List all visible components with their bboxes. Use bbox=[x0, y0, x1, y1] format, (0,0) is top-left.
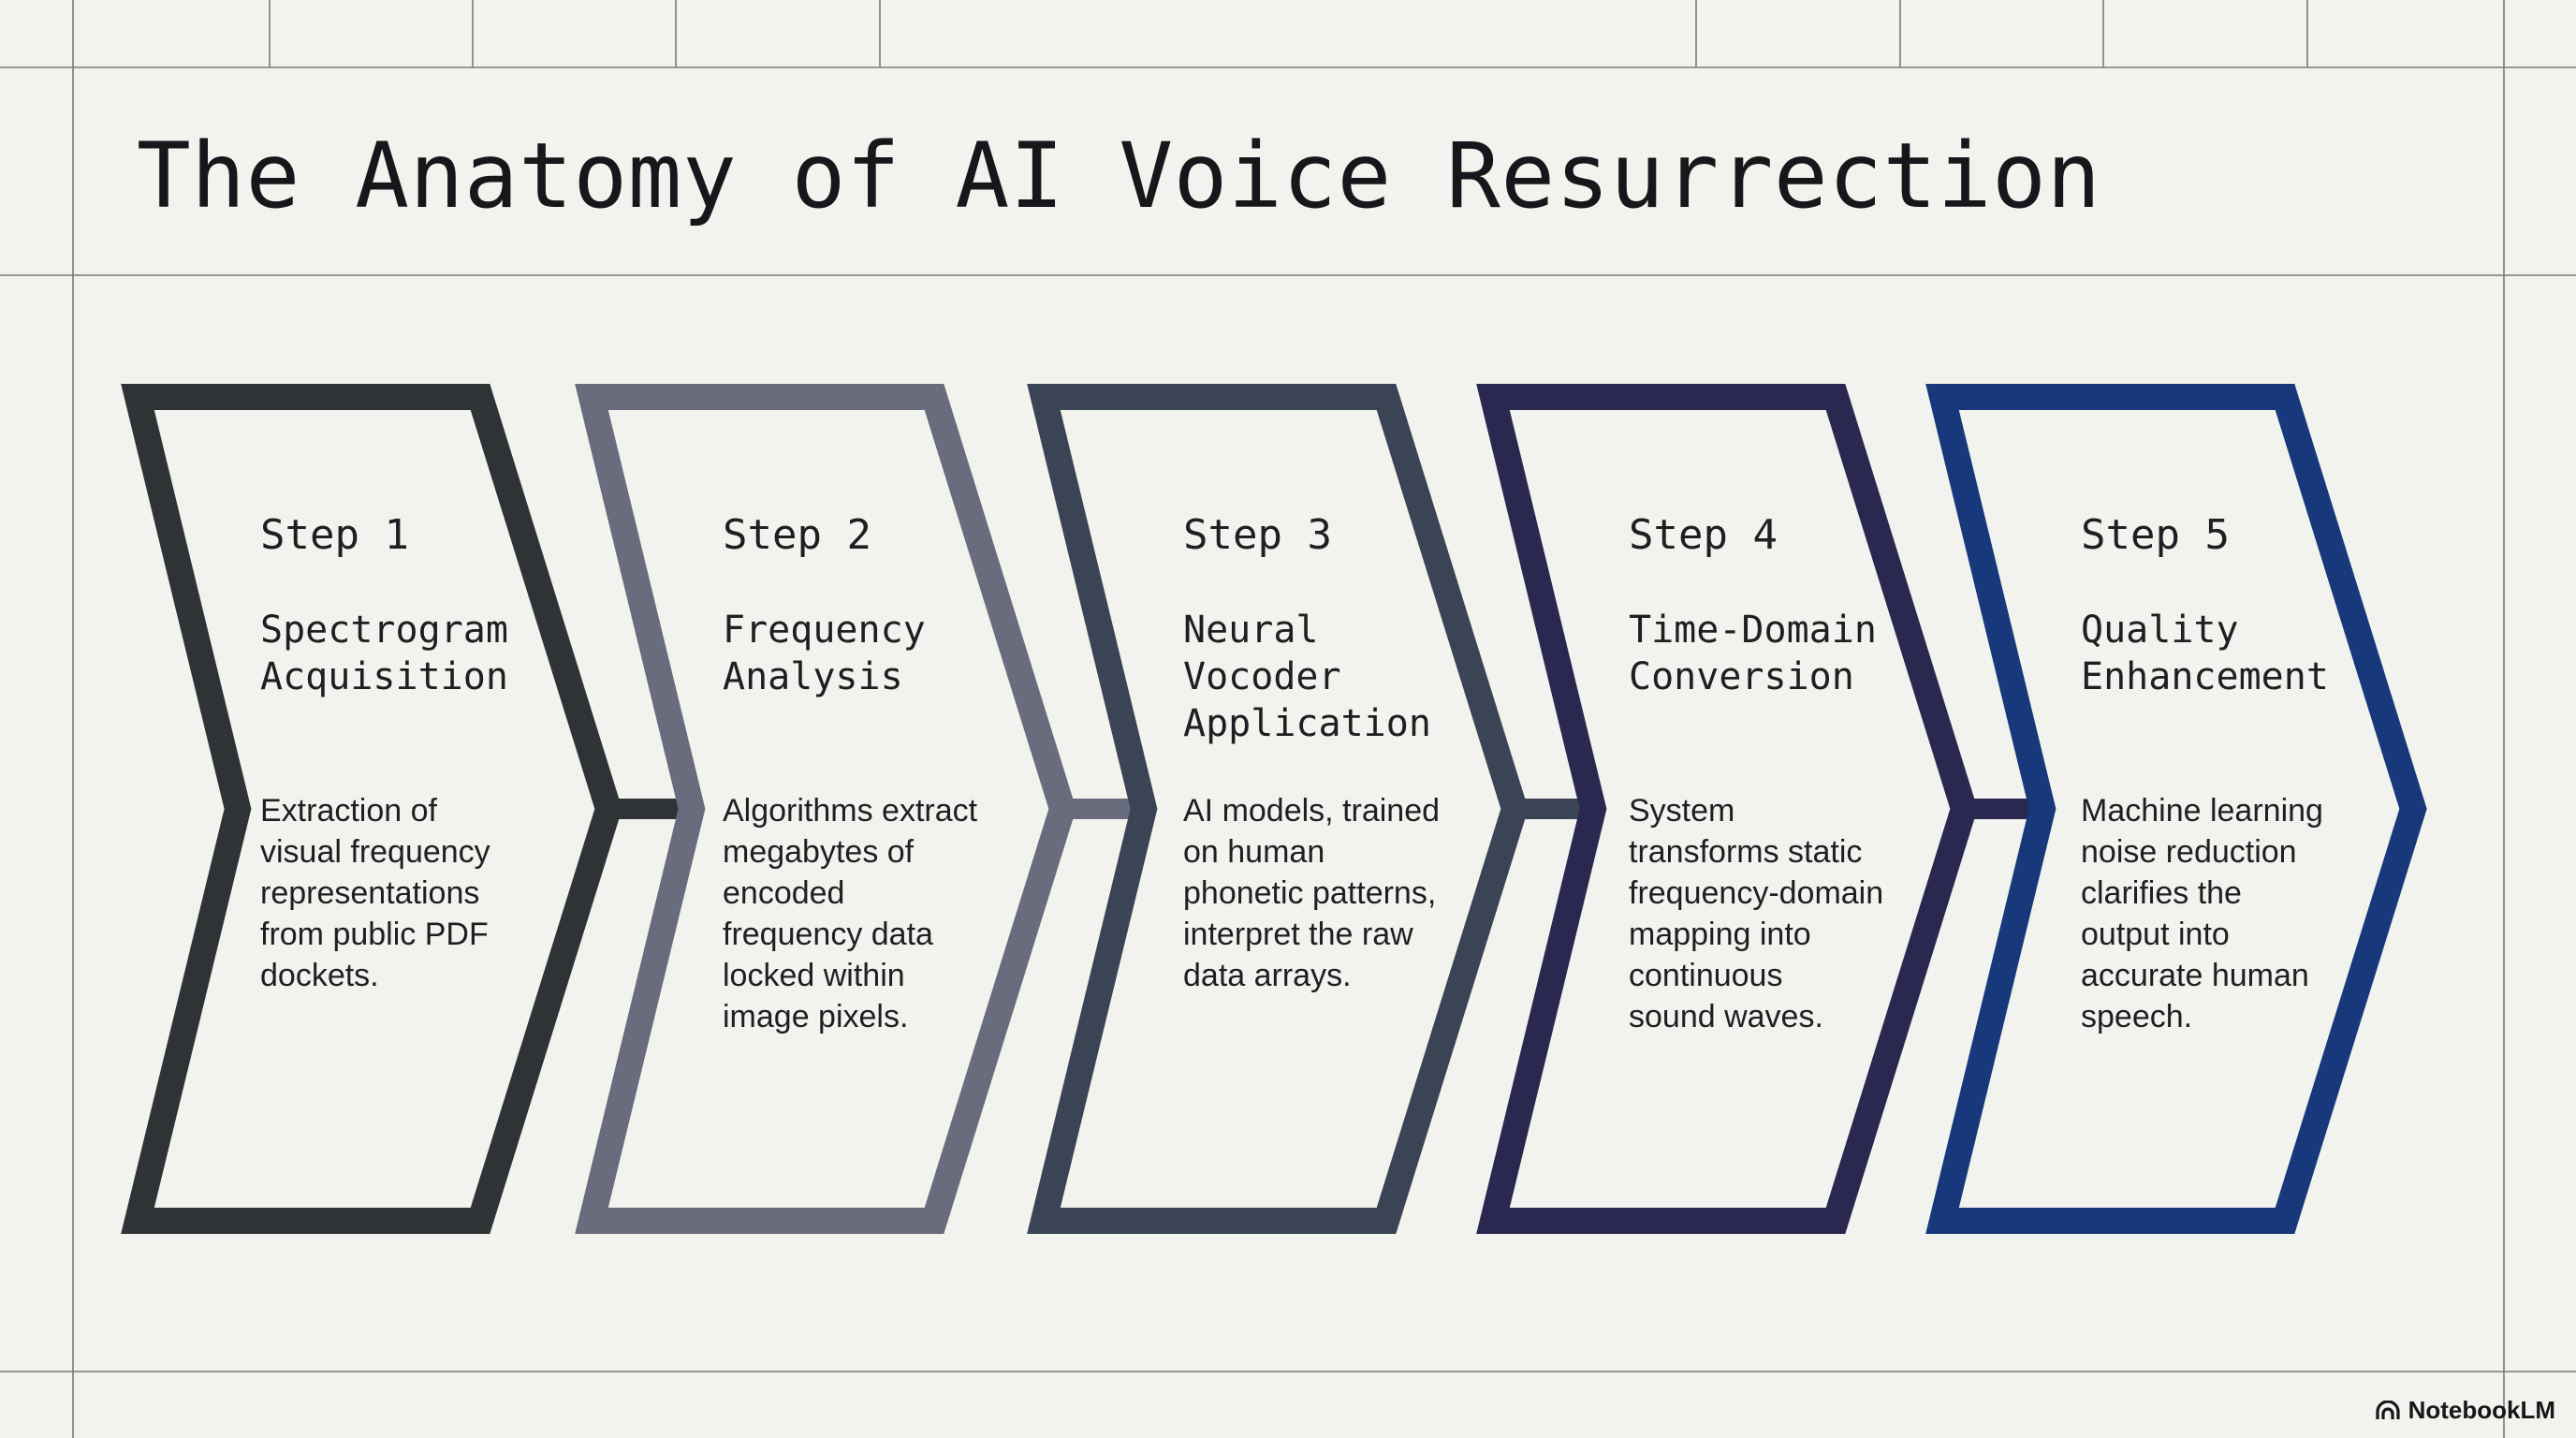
step-5-number: Step 5 bbox=[2081, 511, 2230, 559]
page-title: The Anatomy of AI Voice Resurrection bbox=[137, 124, 2101, 228]
step-4-text: Step 4 Time-Domain Conversion System tra… bbox=[1629, 511, 1910, 1034]
chevron-step-3 bbox=[1027, 384, 1529, 1234]
step-2-text: Step 2 Frequency Analysis Algorithms ext… bbox=[723, 511, 1003, 1034]
step-5-text: Step 5 Quality Enhancement Machine learn… bbox=[2081, 511, 2362, 1034]
step-3-name: Neural Vocoder Application bbox=[1183, 609, 1431, 745]
chevron-step-5 bbox=[1925, 384, 2427, 1234]
step-5-name: Quality Enhancement bbox=[2081, 609, 2329, 698]
step-4-number: Step 4 bbox=[1629, 511, 1778, 559]
step-3-number: Step 3 bbox=[1183, 511, 1332, 559]
step-4-name: Time-Domain Conversion bbox=[1629, 609, 1877, 698]
step-1-name: Spectrogram Acquisition bbox=[260, 609, 508, 698]
brand-label: NotebookLM bbox=[2408, 1396, 2555, 1424]
notebooklm-brand: NotebookLM bbox=[2375, 1396, 2555, 1425]
step-5-description: Machine learning noise reduction clarifi… bbox=[2081, 793, 2323, 1034]
step-1-description: Extraction of visual frequency represent… bbox=[260, 793, 490, 993]
step-4-description: System transforms static frequency-domai… bbox=[1629, 793, 1884, 1034]
step-2-name: Frequency Analysis bbox=[723, 609, 926, 698]
chevron-step-4 bbox=[1476, 384, 1978, 1234]
notebooklm-logo-icon bbox=[2375, 1400, 2401, 1421]
step-1-number: Step 1 bbox=[260, 511, 409, 559]
step-3-description: AI models, trained on human phonetic pat… bbox=[1183, 793, 1441, 993]
chevron-step-1 bbox=[121, 384, 622, 1234]
step-1-text: Step 1 Spectrogram Acquisition Extractio… bbox=[260, 511, 541, 993]
step-2-description: Algorithms extract megabytes of encoded … bbox=[723, 793, 978, 1034]
chevron-step-2 bbox=[575, 384, 1076, 1234]
step-3-text: Step 3 Neural Vocoder Application AI mod… bbox=[1183, 511, 1464, 993]
step-2-number: Step 2 bbox=[723, 511, 871, 559]
